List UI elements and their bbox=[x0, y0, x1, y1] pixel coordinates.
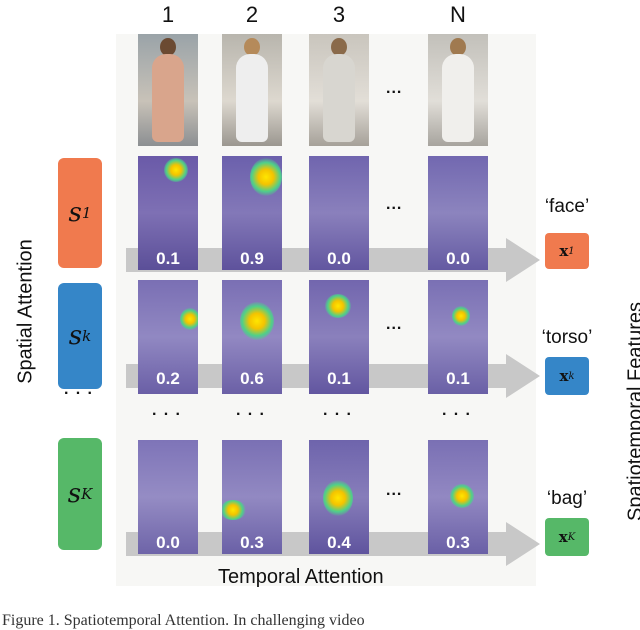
attention-hotspot bbox=[250, 158, 282, 196]
feature-symbol: x bbox=[559, 367, 568, 385]
temporal-score: 0.2 bbox=[138, 369, 198, 389]
video-frame-3 bbox=[309, 34, 369, 146]
attention-hotspot bbox=[450, 484, 474, 508]
temporal-score: 0.1 bbox=[138, 249, 198, 269]
part-label-bag: ‘bag’ bbox=[527, 488, 607, 510]
spatial-subscript: 1 bbox=[82, 204, 92, 222]
spatial-subscript: k bbox=[82, 327, 91, 345]
vertical-dots: · · · bbox=[152, 406, 182, 424]
attention-hotspot bbox=[452, 306, 470, 326]
video-frame-n bbox=[428, 34, 488, 146]
video-frame-2 bbox=[222, 34, 282, 146]
temporal-score: 0.1 bbox=[309, 369, 369, 389]
figure-caption: Figure 1. Spatiotemporal Attention. In c… bbox=[2, 612, 365, 630]
spatial-symbol: s bbox=[68, 479, 81, 509]
temporal-score: 0.4 bbox=[309, 533, 369, 553]
spatial-symbol: s bbox=[69, 198, 82, 228]
ellipsis: ... bbox=[386, 196, 402, 214]
spatiotemporal-features-label: Spatiotemporal Features bbox=[625, 292, 640, 532]
feature-symbol: x bbox=[559, 242, 568, 260]
attention-hotspot bbox=[164, 158, 188, 182]
vertical-dots: · · · bbox=[442, 406, 472, 424]
person-figure bbox=[236, 54, 268, 142]
feature-subscript: K bbox=[568, 532, 575, 543]
attention-hotspot bbox=[180, 308, 198, 330]
feature-symbol: x bbox=[559, 528, 568, 546]
video-frame-1 bbox=[138, 34, 198, 146]
temporal-attention-label: Temporal Attention bbox=[218, 566, 384, 589]
spatial-attention-label: Spatial Attention bbox=[15, 232, 38, 392]
vertical-dots: · · · bbox=[323, 406, 353, 424]
temporal-score: 0.6 bbox=[222, 369, 282, 389]
spatial-subscript: K bbox=[81, 485, 92, 503]
spatial-symbol: s bbox=[69, 321, 82, 351]
feature-subscript: 1 bbox=[568, 246, 574, 257]
attention-hotspot bbox=[325, 294, 351, 318]
temporal-score: 0.0 bbox=[428, 249, 488, 269]
temporal-score: 0.1 bbox=[428, 369, 488, 389]
person-figure bbox=[323, 54, 355, 142]
attention-hotspot bbox=[240, 302, 274, 340]
ellipsis: ... bbox=[386, 316, 402, 334]
temporal-score: 0.3 bbox=[428, 533, 488, 553]
person-figure bbox=[152, 54, 184, 142]
attention-hotspot bbox=[323, 480, 353, 516]
part-label-torso: ‘torso’ bbox=[527, 327, 607, 349]
ellipsis: ... bbox=[386, 80, 402, 98]
temporal-score: 0.0 bbox=[138, 533, 198, 553]
feature-subscript: k bbox=[568, 371, 574, 382]
column-number-n: N bbox=[428, 2, 488, 28]
column-number-2: 2 bbox=[222, 2, 282, 28]
part-label-face: ‘face’ bbox=[527, 196, 607, 218]
temporal-score: 0.0 bbox=[309, 249, 369, 269]
attention-hotspot bbox=[222, 500, 246, 520]
column-number-3: 3 bbox=[309, 2, 369, 28]
temporal-score: 0.3 bbox=[222, 533, 282, 553]
person-figure bbox=[442, 54, 474, 142]
vertical-dots: · · · bbox=[236, 406, 266, 424]
ellipsis: ... bbox=[386, 482, 402, 500]
column-number-1: 1 bbox=[138, 2, 198, 28]
temporal-score: 0.9 bbox=[222, 249, 282, 269]
vertical-dots-left: · · · bbox=[64, 385, 94, 403]
